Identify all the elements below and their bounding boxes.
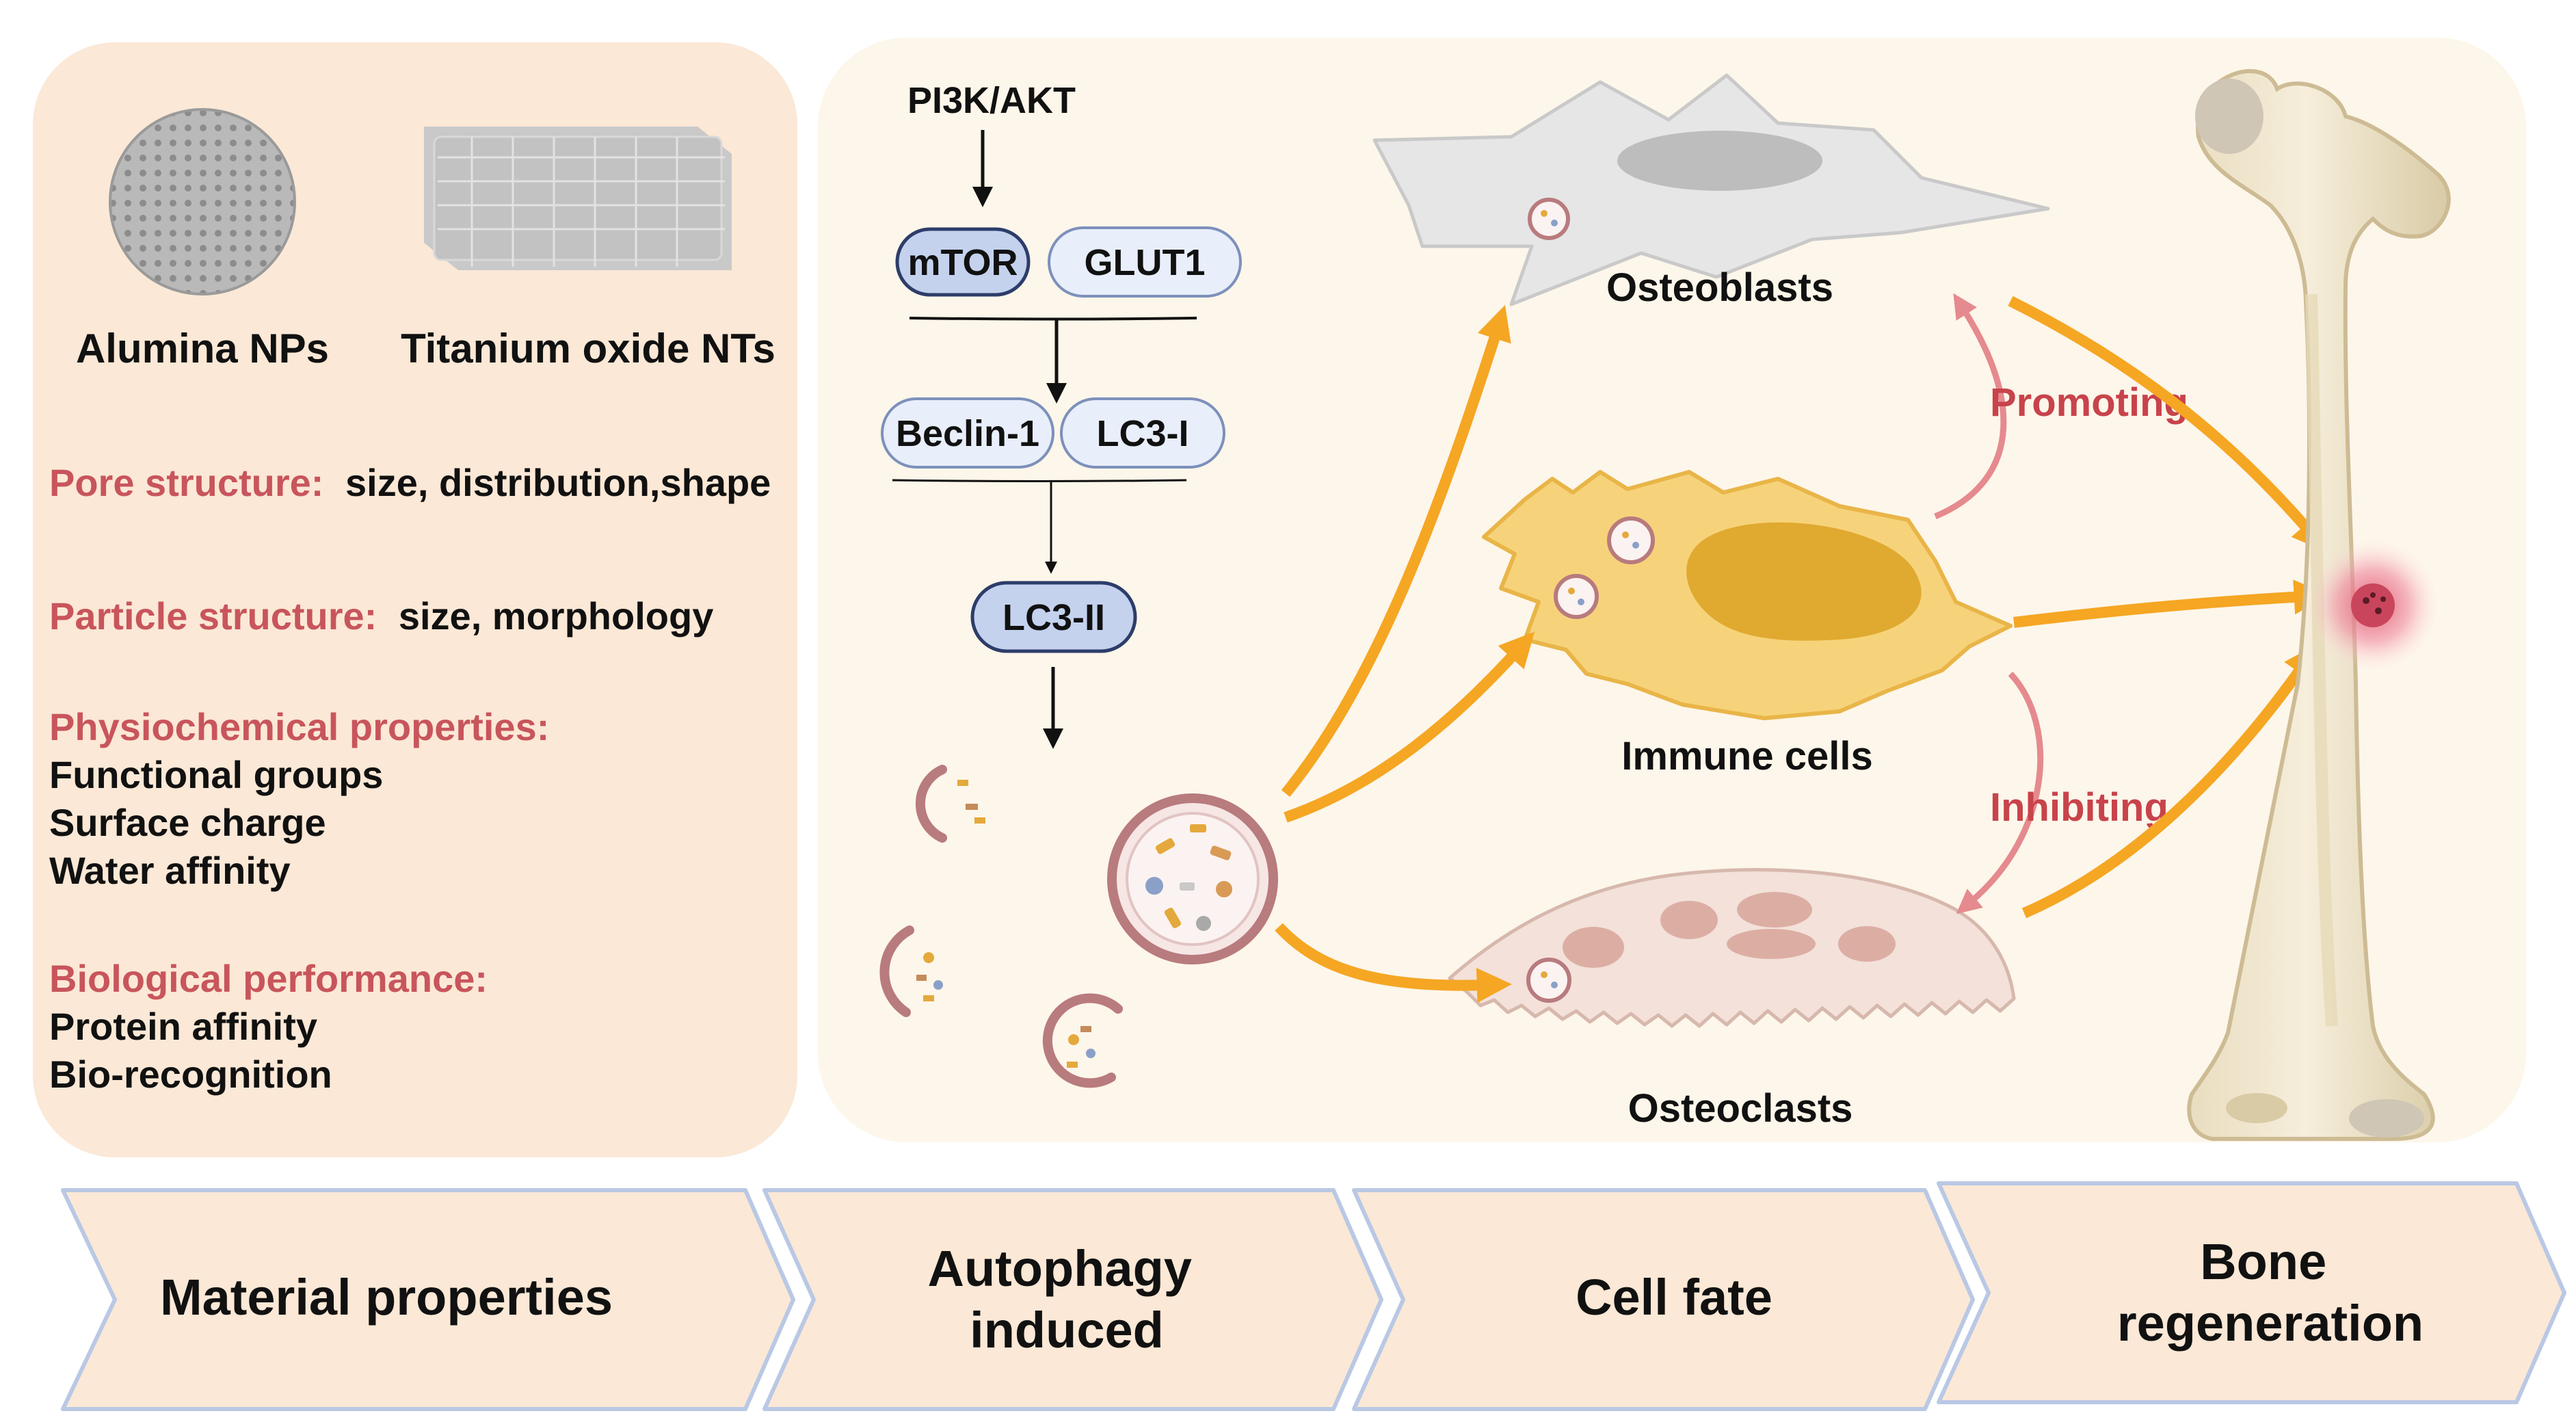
- phagophore-icon: [879, 925, 943, 1017]
- stage-label-line: induced: [970, 1302, 1164, 1358]
- bio-title: Biological performance:: [49, 957, 488, 1000]
- pore-structure-title: Pore structure:: [49, 461, 323, 504]
- physio-title: Physiochemical properties:: [49, 705, 549, 748]
- pill-beclin1: Beclin-1: [881, 397, 1054, 469]
- orange-arrow: [1281, 304, 1511, 798]
- alumina-label: Alumina NPs: [76, 326, 329, 371]
- stage-label-line: Autophagy: [928, 1240, 1192, 1297]
- pill-glut1: GLUT1: [1048, 226, 1242, 298]
- titanium-nanotubes-icon: [424, 127, 732, 270]
- stage-chevron-cell-fate: Cell fate: [1352, 1188, 1975, 1411]
- stage-label: Material properties: [160, 1269, 613, 1326]
- osteoblast-icon: [1372, 73, 2050, 306]
- fracture-site-icon: [2308, 540, 2438, 670]
- pathway-bracket: [892, 479, 1187, 482]
- pill-lc3i: LC3-I: [1060, 397, 1225, 469]
- bio-item: Bio-recognition: [49, 1053, 332, 1096]
- pore-structure-text: Pore structure: size, distribution,shape: [49, 461, 771, 504]
- orange-arrow: [2013, 579, 2329, 628]
- physio-item: Water affinity: [49, 849, 291, 892]
- autophagosome-icon: [1042, 993, 1123, 1088]
- stage-chevron-bone: Bone regeneration: [1937, 1181, 2566, 1404]
- particle-structure-text: Particle structure: size, morphology: [49, 594, 713, 637]
- immune-cells-label: Immune cells: [1621, 734, 1872, 778]
- osteoblasts-label: Osteoblasts: [1606, 265, 1833, 310]
- orange-arrow: [1275, 923, 1512, 1003]
- orange-arrow: [2021, 643, 2319, 919]
- immune-cell-icon: [1482, 470, 2013, 720]
- pill-lc3ii-label: LC3-II: [1002, 597, 1105, 638]
- material-panel: [33, 42, 797, 1157]
- autolysosome-icon: [1107, 793, 1278, 964]
- orange-arrow: [1284, 631, 1535, 823]
- inhibiting-arrow: [1956, 671, 2044, 915]
- pill-beclin1-label: Beclin-1: [896, 413, 1039, 454]
- physio-item: Functional groups: [49, 753, 383, 796]
- bio-item: Protein affinity: [49, 1005, 317, 1048]
- particle-structure-detail: size, morphology: [399, 594, 714, 637]
- pill-glut1-label: GLUT1: [1084, 242, 1205, 283]
- particle-structure-title: Particle structure:: [49, 594, 377, 637]
- physio-item: Surface charge: [49, 801, 326, 844]
- alumina-particle-icon: [109, 108, 296, 295]
- stage-label: Cell fate: [1576, 1269, 1772, 1326]
- stage-label: Bone regeneration: [2117, 1233, 2424, 1352]
- orange-arrow: [2008, 295, 2328, 553]
- osteoclast-icon: [1448, 868, 2016, 1028]
- pill-lc3ii: LC3-II: [970, 581, 1137, 653]
- inhibiting-label: Inhibiting: [1990, 785, 2168, 830]
- pathway-bracket: [909, 317, 1197, 321]
- stage-chevron-autophagy: Autophagy induced: [762, 1188, 1383, 1411]
- stage-label-line: Bone: [2200, 1233, 2326, 1290]
- stage-chevron-material: Material properties: [61, 1188, 795, 1411]
- promoting-arrow: [1934, 293, 2007, 520]
- pore-structure-detail: size, distribution,shape: [345, 461, 771, 504]
- stage-label: Autophagy induced: [928, 1240, 1206, 1358]
- phagophore-icon: [915, 765, 985, 843]
- pill-mtor: mTOR: [895, 227, 1031, 297]
- pill-lc3i-label: LC3-I: [1097, 413, 1189, 454]
- titanium-label: Titanium oxide NTs: [401, 326, 775, 371]
- stage-label-line: regeneration: [2117, 1295, 2424, 1352]
- osteoclasts-label: Osteoclasts: [1628, 1086, 1853, 1131]
- pathway-top: PI3K/AKT: [907, 80, 1076, 121]
- pill-mtor-label: mTOR: [907, 242, 1018, 283]
